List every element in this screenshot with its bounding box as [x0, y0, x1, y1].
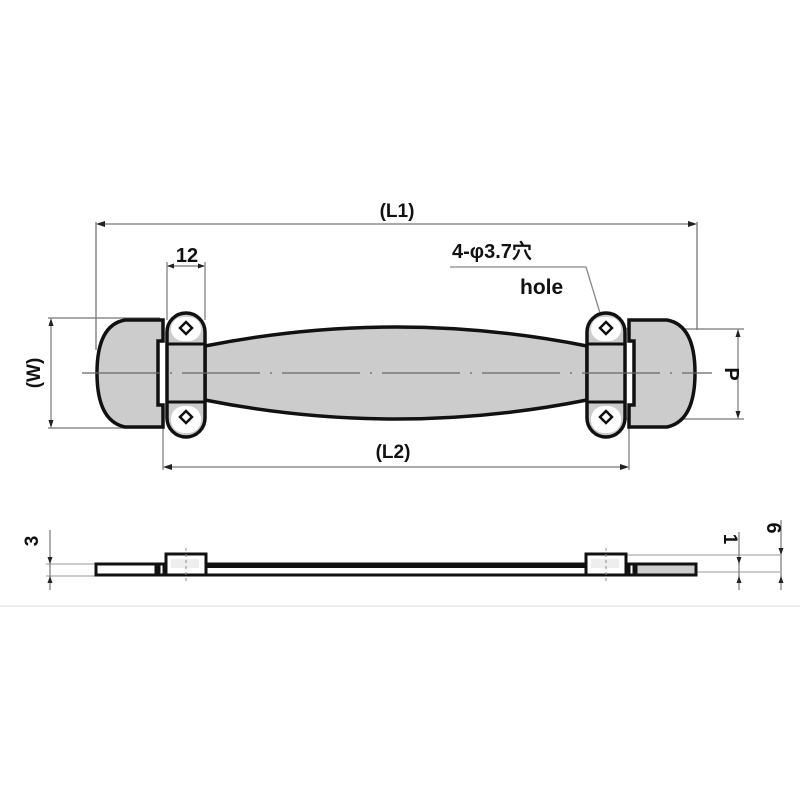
dimension-bracket-width [166, 262, 206, 320]
label-1: 1 [719, 534, 740, 545]
label-l1: (L1) [380, 201, 415, 222]
dimension-l1 [95, 221, 698, 350]
handle-side [94, 552, 698, 577]
label-w: (W) [24, 358, 45, 389]
label-6: 6 [762, 522, 784, 533]
label-bracket-width: 12 [176, 245, 198, 267]
hole-icon [598, 409, 614, 425]
top-view: (L1) 12 4-φ3.7穴 hole (W) [24, 201, 744, 470]
hole-icon [598, 320, 614, 336]
label-hole-spec: 4-φ3.7穴 [452, 239, 532, 263]
hole-icon [178, 409, 194, 425]
label-p: P [720, 367, 742, 380]
side-view: 3 1 6 [22, 520, 784, 590]
hole-leader-line [585, 266, 601, 314]
right-end-cap [627, 318, 697, 429]
dimension-1 [736, 532, 742, 590]
label-l2: (L2) [376, 442, 411, 463]
dimension-6 [778, 520, 784, 590]
hole-icon [178, 320, 194, 336]
label-hole-en: hole [520, 276, 563, 299]
dimension-3 [47, 530, 53, 590]
label-3: 3 [22, 536, 43, 547]
divider-line [0, 605, 800, 607]
mounting-hole-icons [178, 320, 614, 425]
